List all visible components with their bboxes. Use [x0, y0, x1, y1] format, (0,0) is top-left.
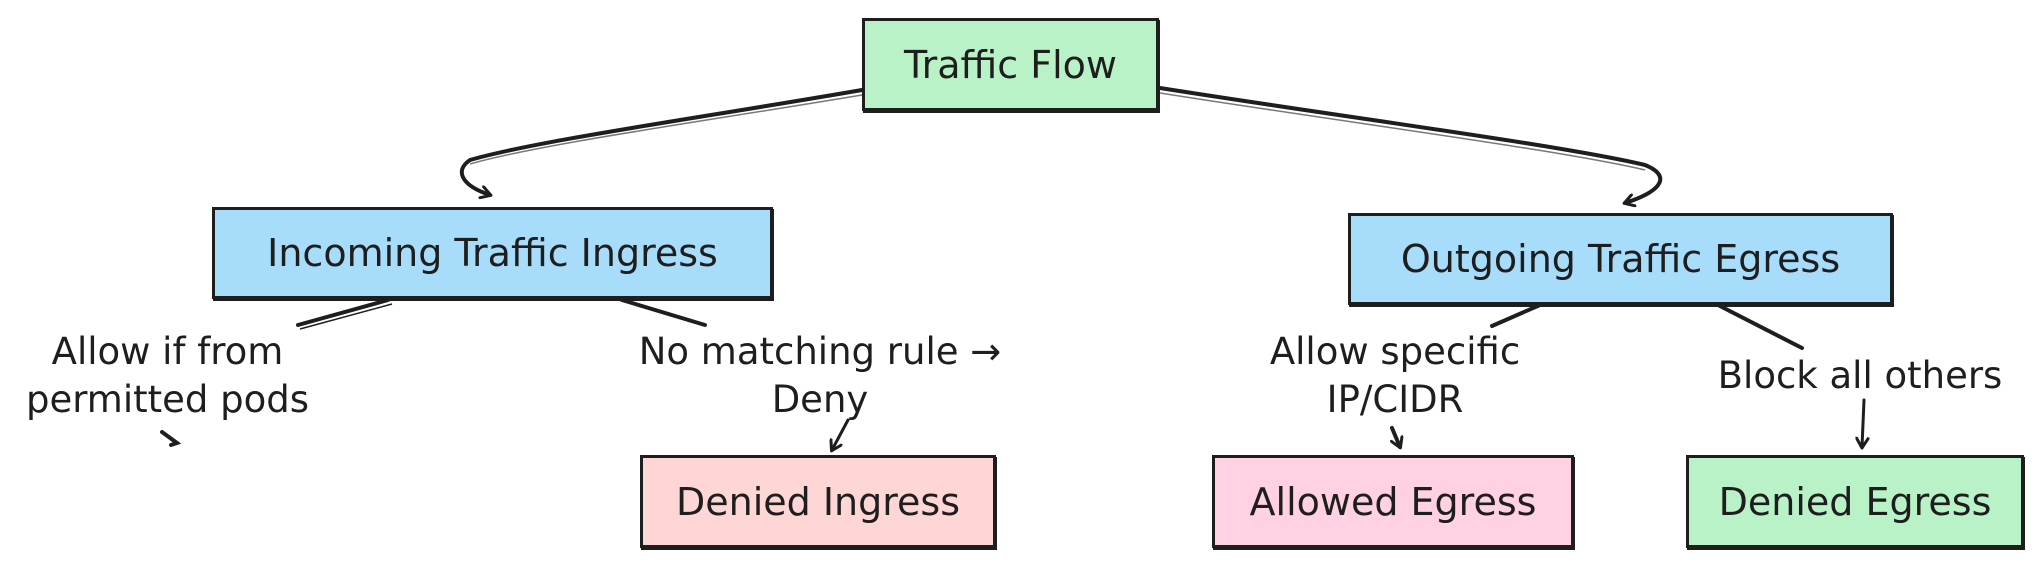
edge-egress-to-allow-ip [1490, 303, 1542, 328]
edge-label-allow-ip-line1: Allow specific [1269, 330, 1521, 373]
edge-ingress-to-no-match [620, 298, 707, 327]
edge-allow-pods-stub [160, 430, 182, 447]
edge-root-to-ingress [459, 88, 864, 195]
edge-label-allow-ip: Allow specific IP/CIDR [1240, 328, 1550, 424]
edge-label-no-match-line1: No matching rule → [638, 330, 1002, 373]
edge-label-allow-pods: Allow if from permitted pods [10, 328, 325, 424]
node-denied-ingress[interactable]: Denied Ingress [640, 455, 996, 548]
edge-root-to-egress [1158, 86, 1663, 203]
edge-label-allow-ip-line2: IP/CIDR [1326, 378, 1464, 421]
node-traffic-flow[interactable]: Traffic Flow [862, 18, 1159, 111]
edge-allow-ip-to-allowed-egress [1392, 426, 1400, 447]
edge-egress-to-block-others [1716, 303, 1804, 350]
edge-no-match-to-denied-ingress [832, 418, 850, 450]
node-allowed-egress[interactable]: Allowed Egress [1212, 455, 1574, 548]
edge-block-others-to-denied-egress [1862, 398, 1864, 447]
edge-label-block-others: Block all others [1690, 352, 2030, 400]
edge-label-block-others-text: Block all others [1717, 354, 2003, 397]
edge-label-allow-pods-line2: permitted pods [25, 378, 310, 421]
node-incoming-traffic-ingress[interactable]: Incoming Traffic Ingress [212, 207, 773, 299]
node-outgoing-traffic-egress[interactable]: Outgoing Traffic Egress [1348, 213, 1893, 305]
edge-label-no-match-line2: Deny [771, 378, 869, 421]
edge-label-no-match: No matching rule → Deny [620, 328, 1020, 424]
node-denied-egress[interactable]: Denied Egress [1686, 455, 2024, 548]
edge-ingress-to-allow-pods [296, 298, 390, 327]
edge-label-allow-pods-line1: Allow if from [51, 330, 284, 373]
